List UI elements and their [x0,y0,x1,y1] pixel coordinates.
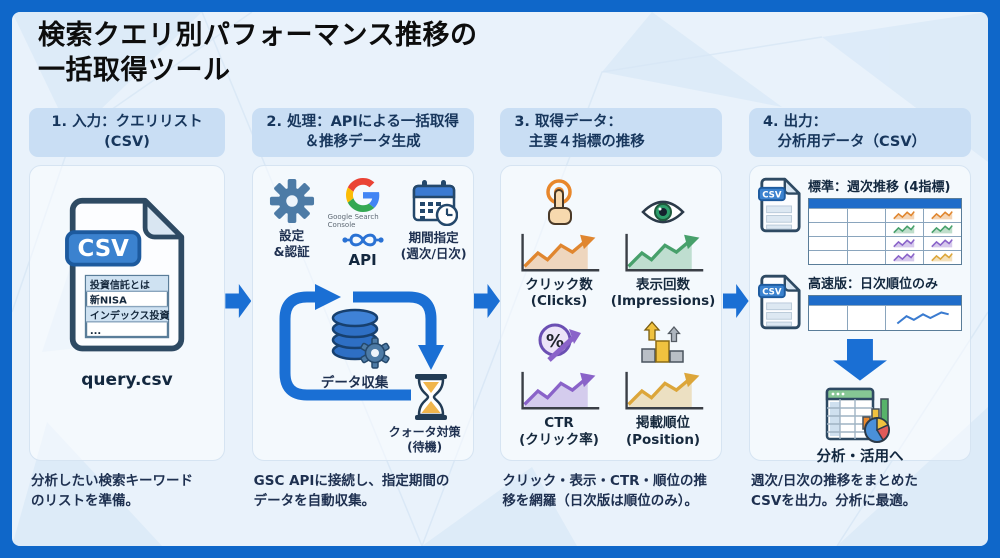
podium-rank-icon [641,321,684,364]
arrow-down-icon [832,338,887,381]
gsc-api-step: Google Search Console API [327,177,398,269]
csv-badge-label: CSV [77,236,129,262]
panel-output-header: 4. 出力： 分析用データ（CSV） [748,108,971,157]
api-label: API [348,250,377,269]
panel-process-card: 設定 &認証 Google Search Console [251,164,474,461]
sparkline [893,210,916,220]
panel-output-card: CSV 標準：週次推移 (4指標) [748,164,971,465]
metric-impressions: 表示回数 (Impressions) [610,178,716,311]
panel-metrics-card: クリック数 (Clicks) [500,164,723,461]
analysis-step: 分析・活用へ [758,385,962,466]
eye-icon [641,200,685,223]
search-console-link-icon [342,233,384,246]
table-header-row [808,198,961,208]
panel-process-header: 2. 処理：APIによる一括取得 ＆推移データ生成 [251,108,474,157]
gsc-label: Google Search Console [327,212,379,229]
arrow-right-icon [473,284,500,318]
page-title: 検索クエリ別パフォーマンス推移の 一括取得ツール [38,20,478,87]
arrow-right-icon [225,284,252,318]
metric-label: 表示回数 (Impressions) [610,276,716,310]
data-collect-label: データ収集 [320,374,389,391]
process-steps-row: 設定 &認証 Google Search Console [253,166,473,269]
query-row: ... [90,326,101,337]
query-row: インデックス投資 [90,309,170,322]
period-label: 期間指定 (週次/日次) [400,229,467,261]
csv-filename: query.csv [81,369,173,390]
calendar-clock-icon [412,179,458,226]
spreadsheet-charts-icon [825,387,890,443]
metric-label: CTR (クリック率) [519,415,599,449]
daily-table [807,294,962,331]
panel-output-caption: 週次/日次の推移をまとめた CSVを出力。分析に最適。 [750,472,918,509]
panel-input-caption: 分析したい検索キーワード のリストを準備。 [31,472,193,509]
percent-arrow-icon: % [538,323,582,363]
panel-metrics-caption: クリック・表示・CTR・順位の推 移を網羅（日次版は順位のみ）。 [502,472,708,509]
gear-icon [269,178,314,223]
csv-file-small-icon: CSV [757,177,801,232]
panel-metrics-header: 3. 取得データ： 主要４指標の推移 [500,108,723,157]
sparkline [931,210,954,220]
sparkline [931,224,954,234]
panel-metrics: 3. 取得データ： 主要４指標の推移 [500,108,723,511]
metric-clicks: クリック数 (Clicks) [507,178,610,311]
query-row: 投資信託とは [90,278,150,291]
output-standard: CSV 標準：週次推移 (4指標) [757,176,962,265]
metrics-grid: クリック数 (Clicks) [501,166,721,450]
panel-process: 2. 処理：APIによる一括取得 ＆推移データ生成 [251,108,474,511]
csv-file-small-icon: CSV [757,274,801,329]
sparkline [893,238,916,248]
arrow-right-icon [722,284,749,318]
trend-chart [521,372,600,410]
hourglass-icon [414,373,447,420]
trend-chart [521,233,600,272]
panel-input-card: CSV 投資信託とは 新NISA インデックス投資 ... query.csv [29,164,225,461]
metric-label: 掲載順位 (Position) [625,415,701,449]
period-step: 期間指定 (週次/日次) [399,178,469,269]
settings-auth-label: 設定 &認証 [273,227,310,259]
sparkline [897,311,950,324]
settings-auth-step: 設定 &認証 [257,178,327,269]
sparkline [893,252,916,262]
metric-position: 掲載順位 (Position) [611,316,716,449]
output-fast: CSV 高速版：日次順位のみ [757,273,962,331]
panel-input: 1. 入力：クエリリスト (CSV) CSV 投資信託とは 新NISA インデッ… [29,108,225,511]
flow-row: 1. 入力：クエリリスト (CSV) CSV 投資信託とは 新NISA インデッ… [12,108,988,511]
google-logo-icon [345,177,379,212]
weekly-table [807,197,962,265]
trend-chart [625,372,704,410]
table-header-row [808,295,961,305]
panel-process-caption: GSC APIに接続し、指定期間の データを自動収集。 [253,472,450,509]
tap-icon [546,178,573,225]
svg-text:CSV: CSV [762,287,782,297]
output-fast-label: 高速版：日次順位のみ [807,276,938,292]
sparkline [931,238,954,248]
quota-label: クォータ対策 (待機) [388,424,461,455]
infographic-canvas: 検索クエリ別パフォーマンス推移の 一括取得ツール 1. 入力：クエリリスト (C… [12,12,988,546]
database-icon [331,308,390,369]
output-standard-label: 標準：週次推移 (4指標) [807,179,951,195]
query-row: 新NISA [90,293,127,306]
panel-output: 4. 出力： 分析用データ（CSV） CSV [748,108,971,511]
sparkline [893,224,916,234]
svg-text:CSV: CSV [762,190,782,200]
panel-input-header: 1. 入力：クエリリスト (CSV) [29,108,225,157]
trend-chart [625,233,704,272]
sparkline [931,252,954,262]
collection-loop: データ収集 クォータ対策 (待機) [253,275,473,455]
metric-label: クリック数 (Clicks) [525,276,593,310]
metric-ctr: % CTR (クリック率) [507,316,610,449]
analysis-label: 分析・活用へ [816,448,904,465]
csv-file-icon: CSV 投資信託とは 新NISA インデックス投資 ... [65,197,185,351]
